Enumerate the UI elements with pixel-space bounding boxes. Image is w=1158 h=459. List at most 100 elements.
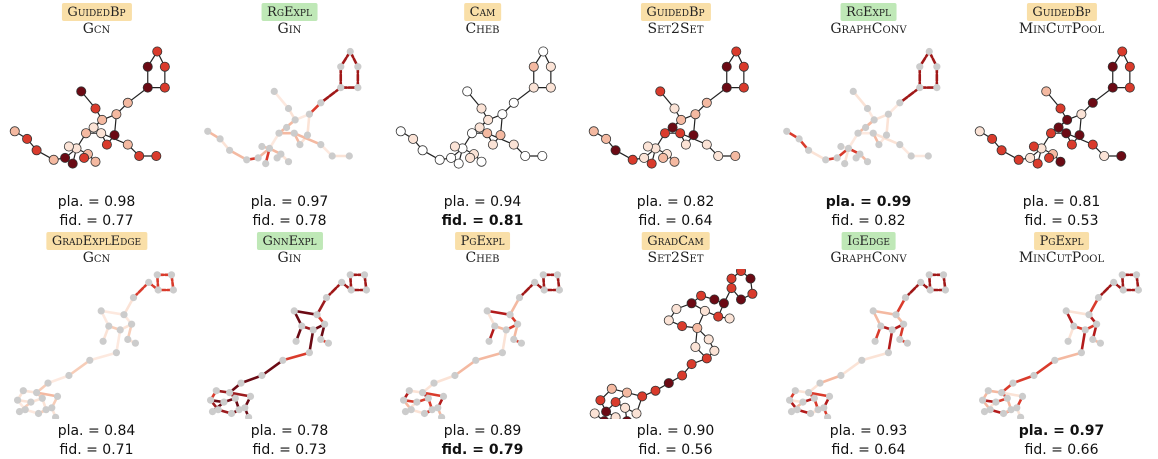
atom-node	[1062, 114, 1073, 125]
atom-node	[676, 114, 687, 125]
atom-node	[275, 129, 283, 137]
atom-node	[208, 408, 217, 416]
atom-node	[212, 387, 220, 395]
atom-node	[1087, 139, 1098, 150]
atom-node	[736, 269, 746, 276]
atom-node	[896, 99, 904, 107]
molecule-graph	[14, 271, 177, 419]
atom-node	[669, 103, 680, 114]
plausibility-score: pla. = 0.98	[57, 194, 136, 210]
atom-node	[245, 413, 253, 419]
atom-node	[692, 323, 703, 334]
model-label: Gcn	[82, 250, 111, 266]
atom-node	[395, 126, 406, 137]
atom-node	[21, 406, 29, 414]
atom-node	[903, 339, 911, 347]
atom-node	[620, 402, 631, 413]
atom-node	[882, 131, 891, 139]
atom-node	[925, 271, 933, 279]
atom-node	[462, 86, 473, 97]
atom-node	[520, 151, 531, 162]
atom-node	[290, 129, 298, 137]
atom-node	[896, 335, 904, 343]
atom-node	[122, 97, 133, 108]
atom-node	[900, 320, 908, 328]
atom-node	[1032, 158, 1043, 169]
atom-node	[44, 379, 52, 387]
atom-node	[555, 286, 563, 294]
atom-node	[1017, 413, 1025, 419]
atom-node	[111, 109, 122, 120]
atom-node	[227, 409, 236, 418]
atom-node	[610, 412, 621, 419]
bond	[46, 374, 71, 385]
atom-node	[420, 409, 429, 418]
atom-node	[606, 383, 617, 394]
atom-node	[696, 290, 707, 301]
atom-node	[502, 326, 510, 334]
atom-node	[34, 409, 43, 418]
fidelity-score: fid. = 0.53	[1024, 213, 1099, 229]
atom-node	[508, 97, 519, 108]
method-label: GuidedBp	[61, 3, 132, 21]
atom-node	[869, 129, 877, 137]
atom-node	[639, 152, 650, 163]
atom-node	[86, 356, 94, 364]
atom-node	[76, 86, 87, 97]
bond	[474, 351, 504, 362]
method-label: PgExpl	[1033, 232, 1090, 250]
bond	[839, 359, 864, 377]
bond	[1064, 309, 1091, 317]
atom-node	[476, 103, 487, 114]
bond	[871, 131, 902, 146]
fidelity-score: fid. = 0.64	[831, 442, 906, 458]
atom-node	[787, 408, 796, 416]
atom-node	[109, 130, 120, 141]
method-label: IgEdge	[841, 232, 896, 250]
atom-node	[610, 145, 621, 156]
atom-node	[38, 394, 46, 402]
atom-node	[303, 131, 312, 139]
atom-node	[933, 63, 941, 71]
atom-node	[896, 141, 904, 149]
method-label: GradExplEdge	[45, 232, 148, 250]
atom-node	[814, 406, 822, 414]
atom-node	[472, 356, 480, 364]
plausibility-score: pla. = 0.90	[636, 423, 715, 439]
atom-node	[1046, 128, 1057, 139]
atom-node	[677, 370, 688, 381]
method-label: GuidedBp	[1026, 3, 1097, 21]
atom-node	[1013, 404, 1021, 412]
atom-node	[483, 307, 491, 315]
atom-node	[545, 82, 556, 93]
atom-node	[901, 294, 910, 302]
atom-node	[22, 133, 33, 144]
atom-node	[655, 86, 666, 97]
bond	[432, 374, 457, 385]
method-label: RgExpl	[840, 3, 897, 21]
atom-node	[1094, 294, 1103, 302]
atom-node	[67, 158, 78, 169]
atom-node	[482, 128, 493, 139]
bond	[67, 359, 92, 377]
atom-node	[637, 391, 648, 402]
atom-node	[862, 123, 870, 132]
atom-node	[553, 271, 562, 279]
atom-node	[1096, 339, 1104, 347]
atom-node	[926, 286, 934, 294]
atom-node	[120, 311, 128, 319]
atom-node	[354, 84, 362, 92]
atom-node	[446, 152, 457, 163]
molecule-graph	[589, 269, 758, 419]
atom-node	[241, 404, 249, 412]
atom-node	[97, 307, 105, 315]
atom-node	[686, 359, 697, 370]
model-label: Gin	[277, 250, 302, 266]
atom-node	[159, 82, 170, 93]
atom-node	[283, 123, 291, 132]
atom-node	[262, 160, 270, 168]
atom-node	[933, 84, 941, 92]
atom-node	[407, 406, 415, 414]
atom-node	[1013, 154, 1024, 165]
